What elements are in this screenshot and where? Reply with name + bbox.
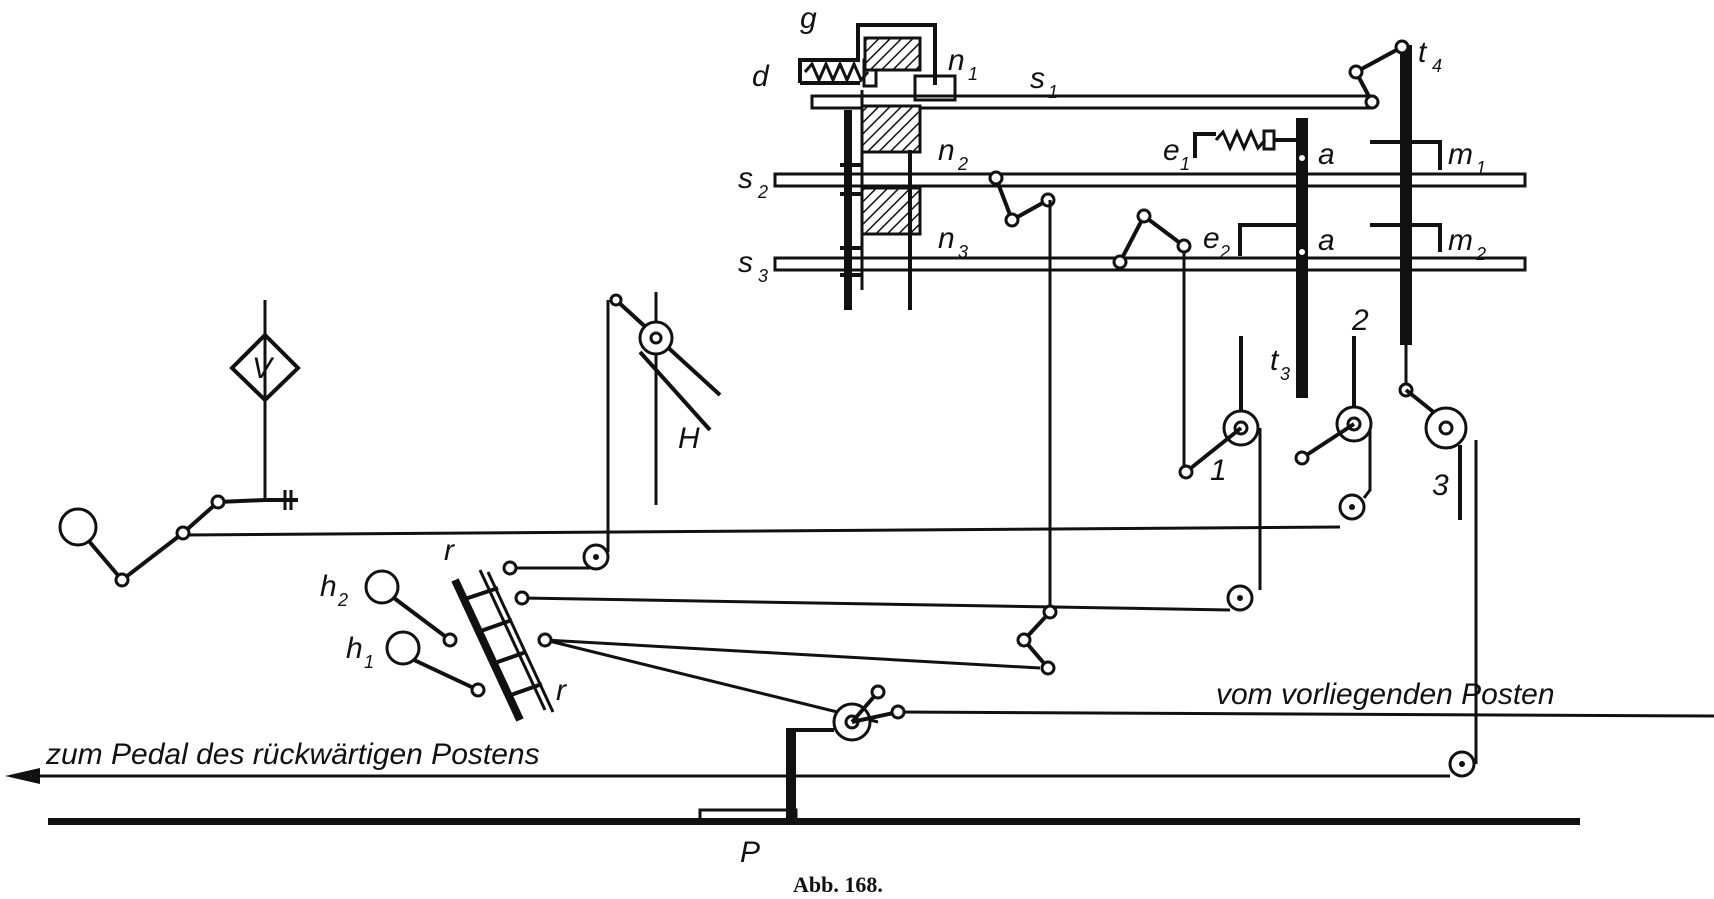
signal-h: [609, 292, 722, 505]
lock-block-g: [798, 23, 937, 85]
label-num3: 3: [1432, 469, 1449, 502]
label-t4-sub: 4: [1432, 56, 1442, 76]
label-a-bottom: a: [1318, 224, 1335, 257]
signal-v: [229, 300, 301, 510]
label-n2-sub: 2: [957, 154, 968, 174]
magnet-frame: [840, 74, 957, 310]
label-h: H: [678, 422, 700, 455]
label-v: V: [252, 352, 275, 385]
label-h1: h: [346, 632, 363, 665]
label-s2-sub: 2: [757, 182, 768, 202]
latch-e1: [1193, 128, 1296, 158]
label-p: P: [740, 836, 760, 869]
wires: [40, 200, 1714, 778]
magnet-middle: [860, 104, 922, 154]
label-n3: n: [938, 222, 955, 255]
label-a-top: a: [1318, 138, 1335, 171]
label-m1-sub: 1: [1476, 158, 1486, 178]
label-num1: 1: [1210, 454, 1227, 487]
label-s1: s: [1030, 62, 1045, 95]
label-vom: vom vorliegenden Posten: [1216, 678, 1555, 711]
figure-caption: Abb. 168.: [793, 872, 883, 897]
latch-e2: [1238, 223, 1296, 256]
label-t3-sub: 3: [1280, 364, 1290, 384]
label-n1: n: [948, 44, 965, 77]
label-n2: n: [938, 134, 955, 167]
pulley-3: [1398, 345, 1468, 520]
lever-h2: [364, 569, 458, 648]
label-s2: s: [738, 162, 753, 195]
label-e2-sub: 2: [1219, 242, 1230, 262]
crank-lower: [1016, 604, 1058, 676]
label-n1-sub: 1: [968, 64, 978, 84]
label-s3: s: [738, 246, 753, 279]
label-zum: zum Pedal des rückwärtigen Postens: [45, 738, 540, 771]
label-s3-sub: 3: [758, 266, 768, 286]
label-d: d: [752, 60, 770, 93]
label-h2-sub: 2: [337, 590, 348, 610]
label-s1-sub: 1: [1048, 82, 1058, 102]
magnet-top: [863, 36, 922, 72]
ground-line: [48, 818, 1580, 825]
crank-s3: [1112, 208, 1192, 270]
label-m2-sub: 2: [1475, 244, 1486, 264]
pulley-2: [1294, 336, 1373, 466]
label-h2: h: [320, 570, 337, 603]
label-e2: e: [1203, 222, 1220, 255]
label-m2: m: [1448, 224, 1473, 257]
lever-signal: [58, 494, 266, 588]
label-t3: t: [1270, 344, 1280, 377]
label-n3-sub: 3: [958, 242, 968, 262]
lever-h1: [385, 630, 486, 698]
label-e1: e: [1163, 134, 1180, 167]
guide-pulleys: [582, 493, 1476, 778]
bar-t4: [1400, 45, 1412, 345]
bar-t3: [1296, 118, 1308, 398]
latch-m1: [1370, 140, 1442, 170]
lever-frame-r: [451, 560, 555, 722]
label-m1: m: [1448, 138, 1473, 171]
shaft-s3: [773, 256, 1527, 272]
label-num2: 2: [1351, 304, 1369, 337]
label-t4: t: [1418, 36, 1428, 69]
label-r-top: r: [444, 534, 455, 567]
label-g: g: [800, 2, 817, 35]
label-r-bottom: r: [556, 674, 567, 707]
label-e1-sub: 1: [1180, 154, 1190, 174]
label-h1-sub: 1: [364, 652, 374, 672]
crank-s2: [988, 170, 1056, 228]
pulley-1: [1178, 252, 1260, 480]
pedal-linkage: [698, 684, 906, 822]
linkage-t4: [1348, 39, 1410, 110]
arrow-left-icon: [5, 768, 40, 784]
shaft-s2: [773, 172, 1527, 188]
latch-m2: [1370, 223, 1442, 252]
